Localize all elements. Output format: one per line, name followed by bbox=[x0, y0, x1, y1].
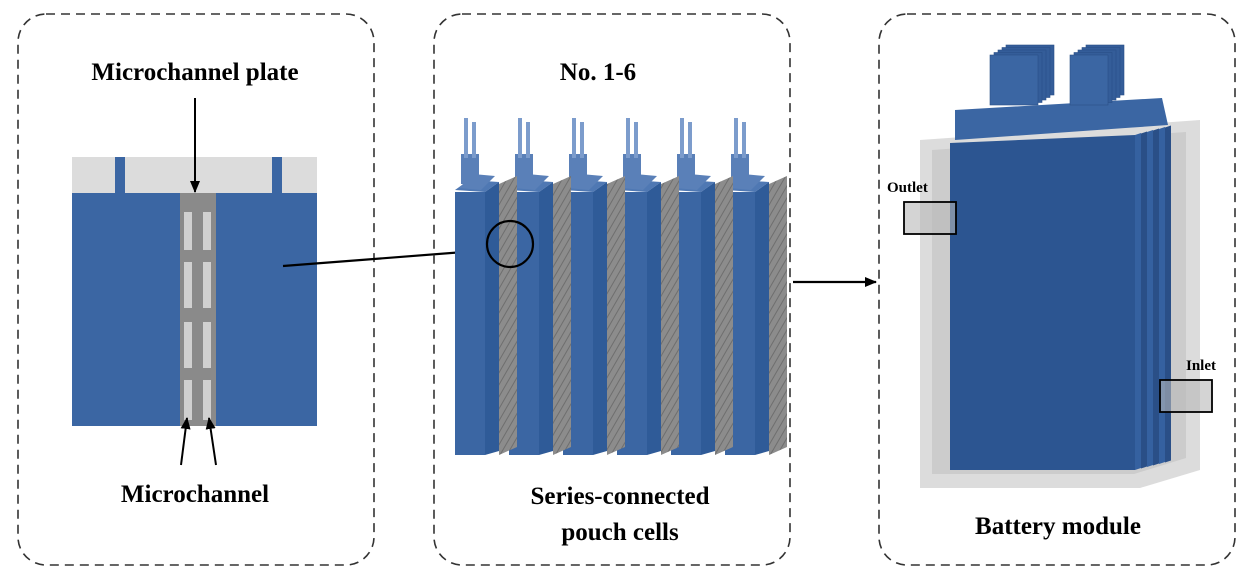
pouch-cell-stack bbox=[455, 118, 787, 455]
cell-neck-5 bbox=[677, 154, 695, 184]
pouch-cell-1 bbox=[455, 118, 517, 455]
cell-terminal-a-5 bbox=[680, 118, 684, 158]
cell-terminal-b-3 bbox=[580, 122, 584, 158]
module-tab-right-1 bbox=[1069, 54, 1109, 106]
module-tab-left-1 bbox=[989, 54, 1039, 106]
pouch-cell-4 bbox=[617, 118, 679, 455]
cell-side-5 bbox=[701, 182, 715, 455]
module-tabs bbox=[989, 44, 1125, 106]
module-cell-edge-5 bbox=[1159, 127, 1165, 464]
panel-battery-module: Outlet Inlet Battery module bbox=[878, 13, 1236, 566]
outlet-label: Outlet bbox=[887, 180, 928, 196]
cell-terminal-b-1 bbox=[472, 122, 476, 158]
cell-tab-right bbox=[272, 157, 282, 194]
module-cell-edge-2 bbox=[1141, 131, 1147, 469]
module-caption: Battery module bbox=[975, 513, 1141, 540]
panel-border bbox=[878, 13, 1236, 566]
cell-plate-1 bbox=[499, 176, 517, 455]
cell-side-6 bbox=[755, 182, 769, 455]
microchannel-plate-title: Microchannel plate bbox=[91, 59, 298, 86]
module-cell-edge-3 bbox=[1147, 130, 1153, 467]
pouch-cell-3 bbox=[563, 118, 625, 455]
cell-terminal-b-6 bbox=[742, 122, 746, 158]
panel-pouch-cells: No. 1-6 Series-connected pouch cells bbox=[433, 13, 791, 566]
cell-plate-6 bbox=[769, 176, 787, 455]
cell-side-1 bbox=[485, 182, 499, 455]
cells-title: No. 1-6 bbox=[560, 59, 636, 86]
cell-neck-4 bbox=[623, 154, 641, 184]
panel-border bbox=[433, 13, 791, 566]
cell-side-3 bbox=[593, 182, 607, 455]
microchannels bbox=[184, 212, 211, 420]
cell-plate-3 bbox=[607, 176, 625, 455]
cell-neck-3 bbox=[569, 154, 587, 184]
cell-side-2 bbox=[539, 182, 553, 455]
cell-terminal-a-3 bbox=[572, 118, 576, 158]
panel-border bbox=[17, 13, 375, 566]
pouch-cell-5 bbox=[671, 118, 733, 455]
module-cell-edge-1 bbox=[1135, 133, 1141, 470]
module-cell-edge-6 bbox=[1165, 125, 1171, 463]
channel-arrow-left bbox=[180, 417, 191, 466]
inlet-marker bbox=[1159, 379, 1213, 413]
cell-terminal-b-2 bbox=[526, 122, 530, 158]
panel-microchannel-plate: Microchannel plate Microchannel bbox=[17, 13, 375, 566]
channel-arrow-right bbox=[205, 417, 217, 466]
cell-tab-left bbox=[115, 157, 125, 194]
module-cell-layers bbox=[1135, 125, 1171, 470]
cells-caption-line1: Series-connected bbox=[530, 483, 709, 510]
cell-plate-4 bbox=[661, 176, 679, 455]
cell-neck-1 bbox=[461, 154, 479, 184]
outlet-marker bbox=[903, 201, 957, 235]
cell-neck-6 bbox=[731, 154, 749, 184]
cell-side-4 bbox=[647, 182, 661, 455]
inlet-label: Inlet bbox=[1186, 358, 1216, 374]
pouch-cell-2 bbox=[509, 118, 571, 455]
cell-terminal-a-2 bbox=[518, 118, 522, 158]
cell-neck-2 bbox=[515, 154, 533, 184]
cell-terminal-b-4 bbox=[634, 122, 638, 158]
cell-terminal-a-6 bbox=[734, 118, 738, 158]
detail-circle bbox=[485, 219, 535, 269]
module-cell-edge-4 bbox=[1153, 128, 1159, 466]
microchannel-label: Microchannel bbox=[121, 481, 269, 508]
cell-plate-2 bbox=[553, 176, 571, 455]
pouch-cell-6 bbox=[725, 118, 787, 455]
cell-terminal-a-4 bbox=[626, 118, 630, 158]
cell-front-1 bbox=[455, 192, 485, 455]
cell-terminal-a-1 bbox=[464, 118, 468, 158]
cells-caption-line2: pouch cells bbox=[561, 519, 679, 546]
module-top-block bbox=[955, 98, 1168, 140]
cell-terminal-b-5 bbox=[688, 122, 692, 158]
module-front-face bbox=[950, 135, 1135, 470]
cell-plate-5 bbox=[715, 176, 733, 455]
